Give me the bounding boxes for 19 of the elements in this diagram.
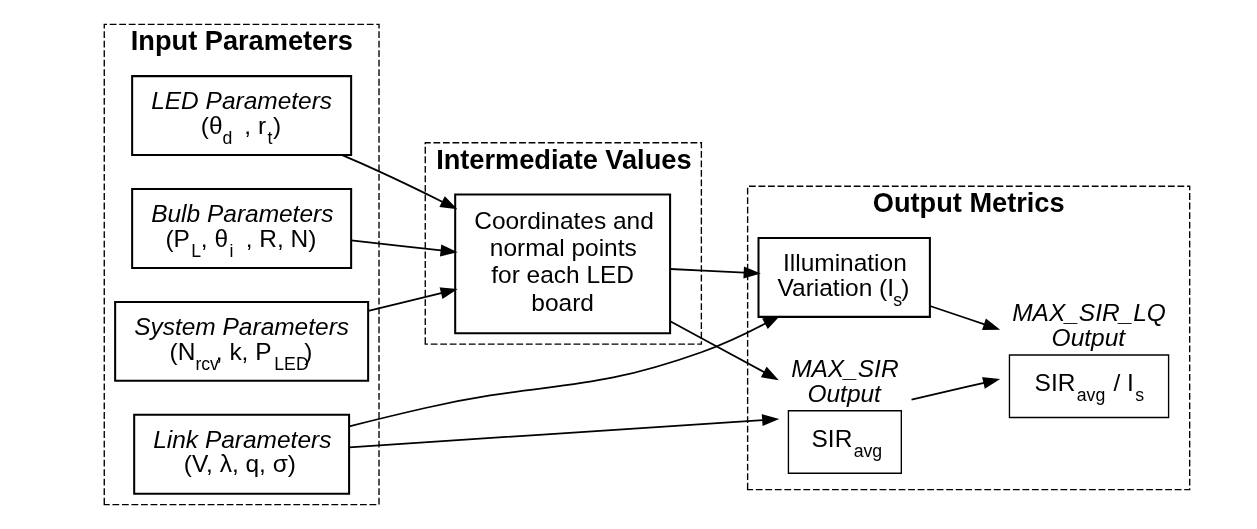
node-box: Link Parameters (V, λ, q, σ) xyxy=(133,413,351,495)
arrow xyxy=(348,315,781,428)
node-box: Coordinates and normal points for each LED board xyxy=(454,193,672,335)
arrow xyxy=(669,320,779,381)
node-box: SIR$_{avg}$ xyxy=(787,410,902,474)
arrow xyxy=(348,414,780,449)
arrow xyxy=(669,266,761,279)
node-label: MAX_SIR_LQ Output xyxy=(1012,299,1166,351)
node-box: LED Parameters (θ$_{d}$ , r$_{t}$) xyxy=(131,75,353,157)
arrow xyxy=(350,239,458,257)
arrow xyxy=(910,377,1001,401)
node-box: Bulb Parameters (P$_{L}$, θ$_{i}$ , R, N) xyxy=(131,188,353,269)
node-box: System Parameters (N$_{rcv}$, k, P$_{LED}$) xyxy=(114,300,370,382)
arrow xyxy=(341,154,458,210)
node-box: Illumination Variation (I$_{s}$) xyxy=(757,236,931,318)
node-label: MAX_SIR Output xyxy=(791,355,899,407)
arrow xyxy=(929,305,1001,330)
node-box: SIR$_{avg}$ / I$_{s}$ xyxy=(1008,354,1170,419)
arrow xyxy=(367,287,458,312)
